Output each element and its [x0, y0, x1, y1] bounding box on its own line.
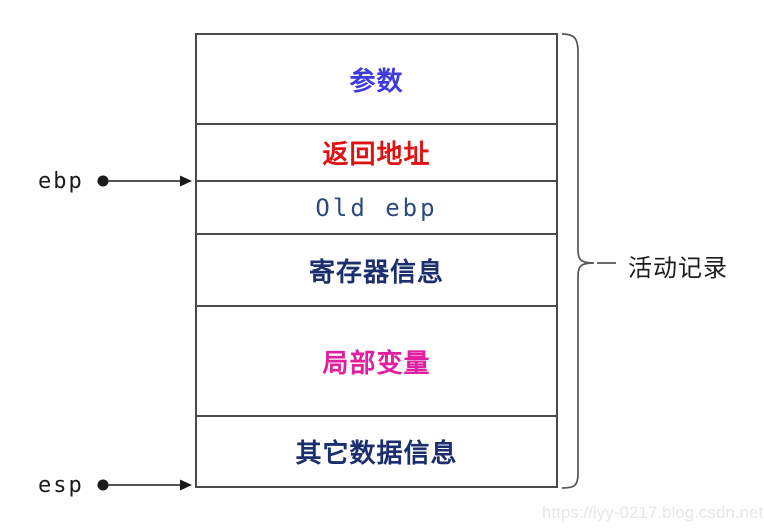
ebp-label: ebp [38, 168, 84, 194]
stack-frame-box: 参数 返回地址 Old ebp 寄存器信息 局部变量 其它数据信息 [195, 33, 558, 488]
stack-row-old-ebp: Old ebp [197, 180, 556, 233]
stack-row-parameters: 参数 [197, 35, 556, 123]
ebp-pointer: ebp [38, 167, 196, 195]
ebp-arrow-icon [97, 175, 192, 187]
stack-row-label-register-info: 寄存器信息 [308, 257, 444, 288]
stack-row-return-address: 返回地址 [197, 123, 556, 180]
stack-row-label-return-address: 返回地址 [322, 140, 431, 170]
stack-row-label-old-ebp: Old ebp [315, 193, 438, 222]
esp-pointer: esp [38, 471, 196, 499]
stack-row-register-info: 寄存器信息 [197, 233, 556, 305]
esp-arrow-icon [97, 479, 192, 491]
stack-row-other-data: 其它数据信息 [197, 415, 556, 486]
watermark-url: https://lyy-0217.blog.csdn.net [542, 503, 764, 522]
curly-brace-icon [561, 33, 616, 489]
esp-label: esp [38, 472, 84, 498]
stack-row-local-variables: 局部变量 [197, 305, 556, 415]
stack-row-label-local-variables: 局部变量 [322, 348, 431, 379]
stack-row-label-parameters: 参数 [349, 66, 404, 97]
stack-row-label-other-data: 其它数据信息 [295, 439, 458, 469]
activation-record-label: 活动记录 [628, 254, 728, 282]
